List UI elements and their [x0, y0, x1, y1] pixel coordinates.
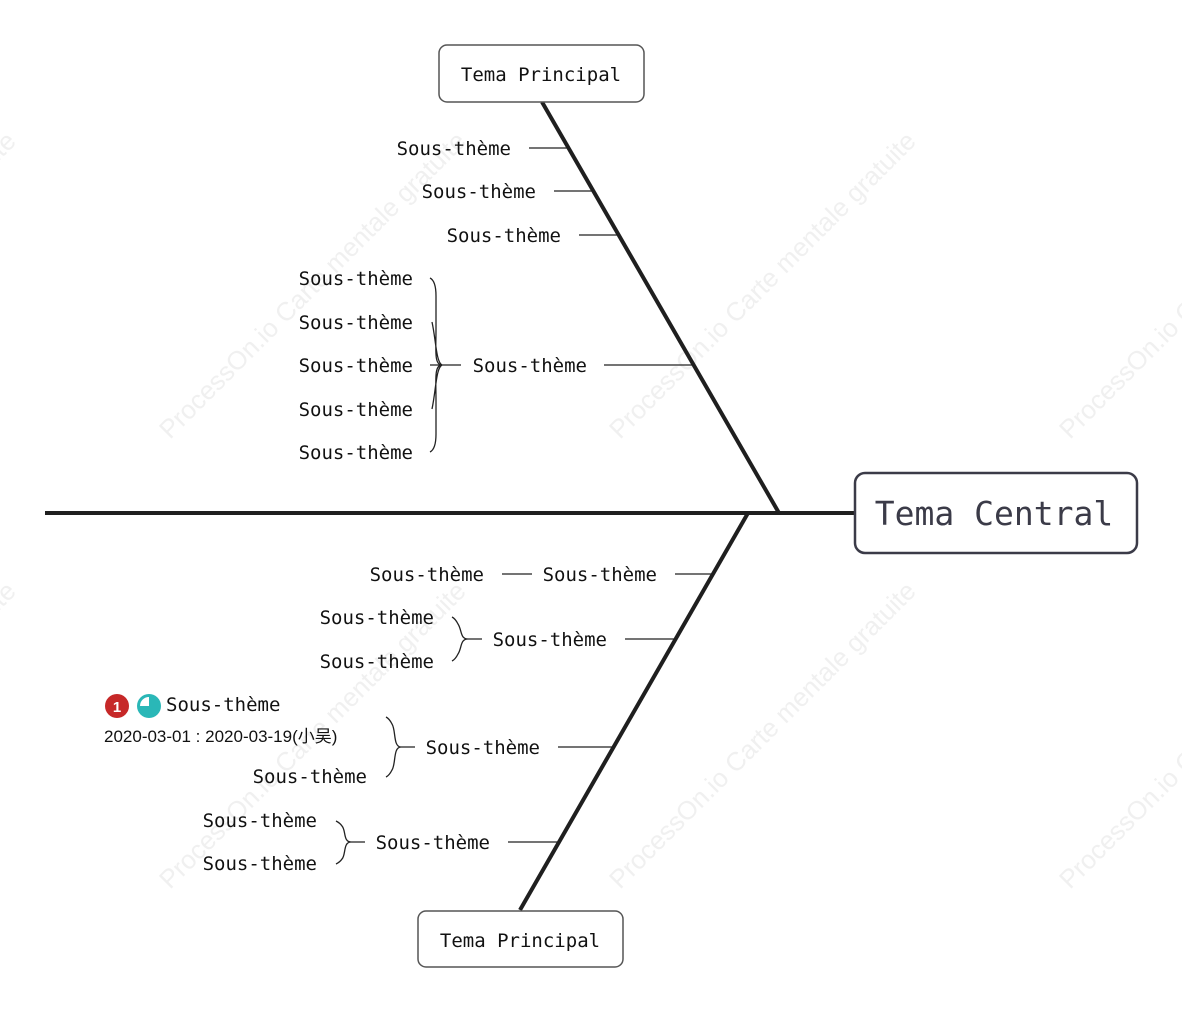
top-branch-1: Sous-thème: [397, 138, 567, 160]
brace-connector: [335, 820, 365, 865]
subtopic-child-label: Sous-thème: [166, 694, 280, 716]
brace-connector: [451, 616, 482, 662]
top-branch-3: Sous-thème: [447, 225, 617, 247]
bottom-branch-2: Sous-thème Sous-thème Sous-thème: [320, 607, 675, 673]
main-topic-top-node[interactable]: Tema Principal: [438, 44, 645, 103]
subtopic-label[interactable]: Sous-thème: [447, 225, 561, 247]
bottom-branch-3: Sous-thème 1 Sous-thème 2020-03-01 : 202…: [104, 694, 613, 788]
subtopic-label[interactable]: Sous-thème: [543, 564, 657, 586]
subtopic-label[interactable]: Sous-thème: [376, 832, 490, 854]
subtopic-child-label[interactable]: Sous-thème: [203, 810, 317, 832]
subtopic-child-label[interactable]: Sous-thème: [299, 399, 413, 421]
subtopic-child-label[interactable]: Sous-thème: [203, 853, 317, 875]
subtopic-label[interactable]: Sous-thème: [422, 181, 536, 203]
subtopic-label[interactable]: Sous-thème: [426, 737, 540, 759]
main-topic-top-label: Tema Principal: [461, 64, 621, 86]
subtopic-child-label[interactable]: Sous-thème: [299, 442, 413, 464]
watermark-text: ProcessOn.io Carte mentale gratuite: [0, 576, 22, 895]
subtopic-label[interactable]: Sous-thème: [473, 355, 587, 377]
main-topic-bottom-node[interactable]: Tema Principal: [417, 910, 624, 968]
subtopic-child-label[interactable]: Sous-thème: [299, 355, 413, 377]
subtopic-label[interactable]: Sous-thème: [493, 629, 607, 651]
subtopic-child-label[interactable]: Sous-thème: [299, 312, 413, 334]
top-main-bone: [540, 101, 781, 514]
task-date-range: 2020-03-01 : 2020-03-19(小吴): [104, 727, 337, 746]
priority-number: 1: [113, 699, 121, 716]
subtopic-child-label[interactable]: Sous-thème: [299, 268, 413, 290]
watermark-text: ProcessOn.io Carte mentale gratuite: [603, 126, 922, 445]
subtopic-child-label[interactable]: Sous-thème: [370, 564, 484, 586]
central-topic-label: Tema Central: [875, 494, 1113, 533]
brace-connector: [385, 716, 415, 778]
bottom-main-bone: [518, 512, 750, 911]
top-branch-4: Sous-thème Sous-thème Sous-thème Sous-th…: [299, 268, 692, 464]
subtopic-label[interactable]: Sous-thème: [397, 138, 511, 160]
subtopic-child-label[interactable]: Sous-thème: [320, 651, 434, 673]
bottom-branch-4: Sous-thème Sous-thème Sous-thème: [203, 810, 558, 875]
central-topic-node[interactable]: Tema Central: [853, 471, 1139, 555]
bottom-branch-1: Sous-thème Sous-thème: [370, 564, 713, 586]
watermark-text: ProcessOn.io Carte mentale gratuite: [1053, 576, 1182, 895]
progress-quarter-icon: [137, 694, 161, 718]
watermark-text: ProcessOn.io Carte mentale gratuite: [603, 576, 922, 895]
subtopic-child-label[interactable]: Sous-thème: [320, 607, 434, 629]
top-branch-2: Sous-thème: [422, 181, 592, 203]
task-subtopic[interactable]: 1 Sous-thème 2020-03-01 : 2020-03-19(小吴): [104, 694, 337, 746]
brace-connector: [429, 277, 461, 453]
subtopic-child-label[interactable]: Sous-thème: [253, 766, 367, 788]
watermark-text: ProcessOn.io Carte mentale gratuite: [0, 126, 22, 445]
watermark-text: ProcessOn.io Carte mentale gratuite: [1053, 126, 1182, 445]
main-topic-bottom-label: Tema Principal: [440, 930, 600, 952]
priority-icon: [105, 694, 129, 718]
